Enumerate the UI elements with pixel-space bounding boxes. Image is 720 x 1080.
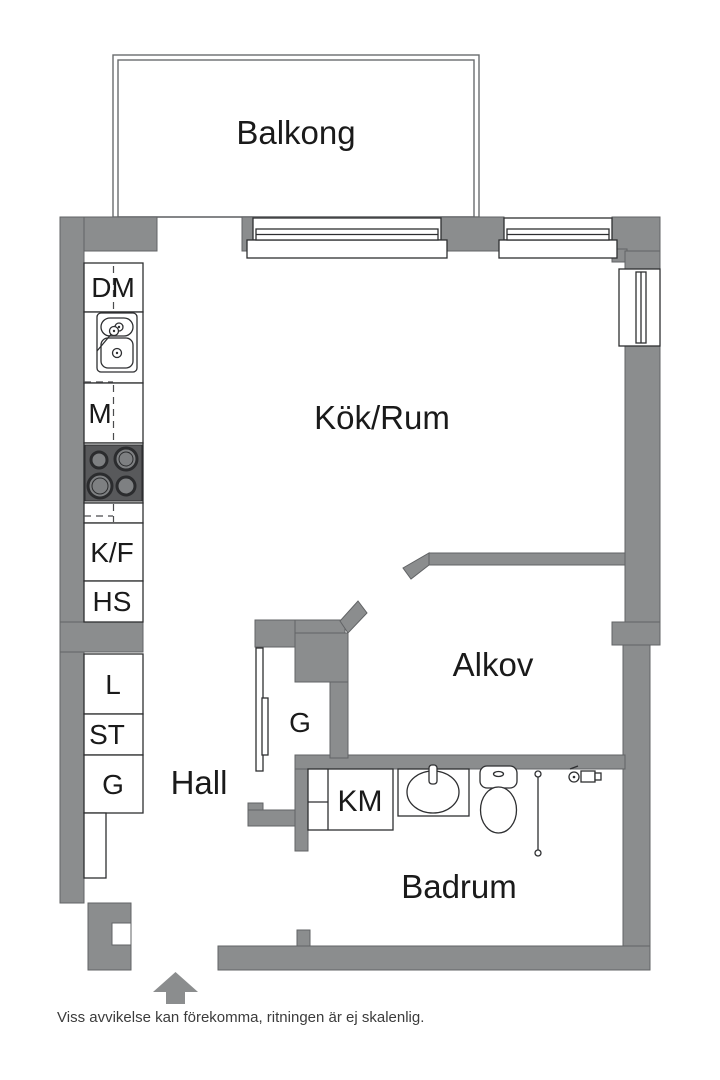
toilet-bowl xyxy=(479,786,518,834)
wall-window-pier xyxy=(440,216,505,252)
unit-shallow-niche xyxy=(83,812,107,879)
toilet-icon xyxy=(479,765,518,834)
wardrobe-hall-label: G xyxy=(289,707,311,738)
arrow-stem xyxy=(166,992,185,1004)
mixer-body xyxy=(580,770,596,783)
wall-left xyxy=(59,216,85,904)
cleaning-closet-label: ST xyxy=(89,719,125,750)
unit-linen-closet xyxy=(83,653,144,715)
wall-entry-niche xyxy=(111,922,132,946)
balcony: Balkong xyxy=(112,54,480,218)
mixer-dot xyxy=(572,775,576,779)
linen-closet-label: L xyxy=(105,669,121,700)
bathroom-sink-icon xyxy=(397,764,470,817)
wall-kitchen-divider-block xyxy=(59,621,144,653)
window-right xyxy=(618,268,661,347)
unit-wardrobe-kitchen xyxy=(83,754,144,814)
wall-alcove-top xyxy=(428,552,626,566)
shower-mixer-icon xyxy=(568,765,602,783)
faucet-arm xyxy=(96,331,114,352)
wall-wardrobe-splayed-jamb xyxy=(339,600,368,634)
dishwasher-label: DM xyxy=(91,272,135,303)
tall-cabinet-label: HS xyxy=(93,586,132,617)
burner-ring xyxy=(118,451,134,467)
sink-drain2-dot xyxy=(115,351,119,355)
kitchen-living-label: Kök/Rum xyxy=(314,399,450,436)
rail-end xyxy=(534,849,542,857)
fridge-freezer-label: K/F xyxy=(90,537,134,568)
door-leaf-inner xyxy=(261,697,269,756)
arrow-head xyxy=(153,972,198,992)
bathroom-label: Badrum xyxy=(401,868,517,905)
balcony-label: Balkong xyxy=(236,114,355,151)
wardrobe-door xyxy=(255,647,269,772)
window-top-left xyxy=(246,217,448,259)
wall-bathroom-door-jamb xyxy=(296,929,311,947)
window-top-right xyxy=(498,217,618,259)
shower-rail xyxy=(534,770,542,857)
walls xyxy=(59,216,661,971)
rail-end xyxy=(534,770,542,778)
wall-hall-stub-step xyxy=(247,802,264,811)
wall-shaft-block xyxy=(294,632,349,683)
window-sill xyxy=(498,239,618,259)
toilet-button xyxy=(492,770,505,778)
burner xyxy=(89,450,109,470)
burner xyxy=(113,446,139,472)
micro-label: M xyxy=(88,398,111,429)
entrance-arrow-icon xyxy=(153,972,198,1004)
wall-bottom-right-segment xyxy=(217,945,651,971)
window-sill xyxy=(246,239,448,259)
stove-icon xyxy=(84,444,143,502)
unit-fridge-freezer xyxy=(83,522,144,582)
km-box xyxy=(307,768,394,831)
alcove-label: Alkov xyxy=(453,646,534,683)
burner xyxy=(115,475,137,497)
washing-machine-label: KM xyxy=(338,785,383,818)
wall-top-right-corner xyxy=(611,216,661,252)
sink-drain-dot xyxy=(117,325,121,329)
unit-tall-cabinet xyxy=(83,580,144,623)
wall-wardrobe-corner-block xyxy=(254,619,296,648)
wall-right-lower xyxy=(622,644,651,947)
washing-machine: KM xyxy=(307,768,394,831)
hall-label: Hall xyxy=(171,764,228,801)
mixer-outlet xyxy=(594,772,602,781)
wall-wardrobe-right xyxy=(329,681,349,759)
unit-cleaning-closet xyxy=(83,713,144,756)
burner-ring xyxy=(91,477,109,495)
mixer-lever xyxy=(569,765,579,770)
wall-bathroom-left xyxy=(294,768,309,852)
balcony-inner-line xyxy=(117,59,475,218)
faucet-dot xyxy=(112,329,116,333)
wall-right-upper xyxy=(624,343,661,623)
wall-hall-stub xyxy=(247,809,303,827)
wardrobe-kitchen-label: G xyxy=(102,769,124,800)
sink-faucet xyxy=(428,764,438,785)
wall-alcove-splayed-jamb xyxy=(402,552,430,580)
wall-right-pillar xyxy=(611,621,661,646)
kitchen-sink-icon xyxy=(96,312,138,373)
footer-disclaimer: Viss avvikelse kan förekomma, ritningen … xyxy=(57,1009,424,1026)
